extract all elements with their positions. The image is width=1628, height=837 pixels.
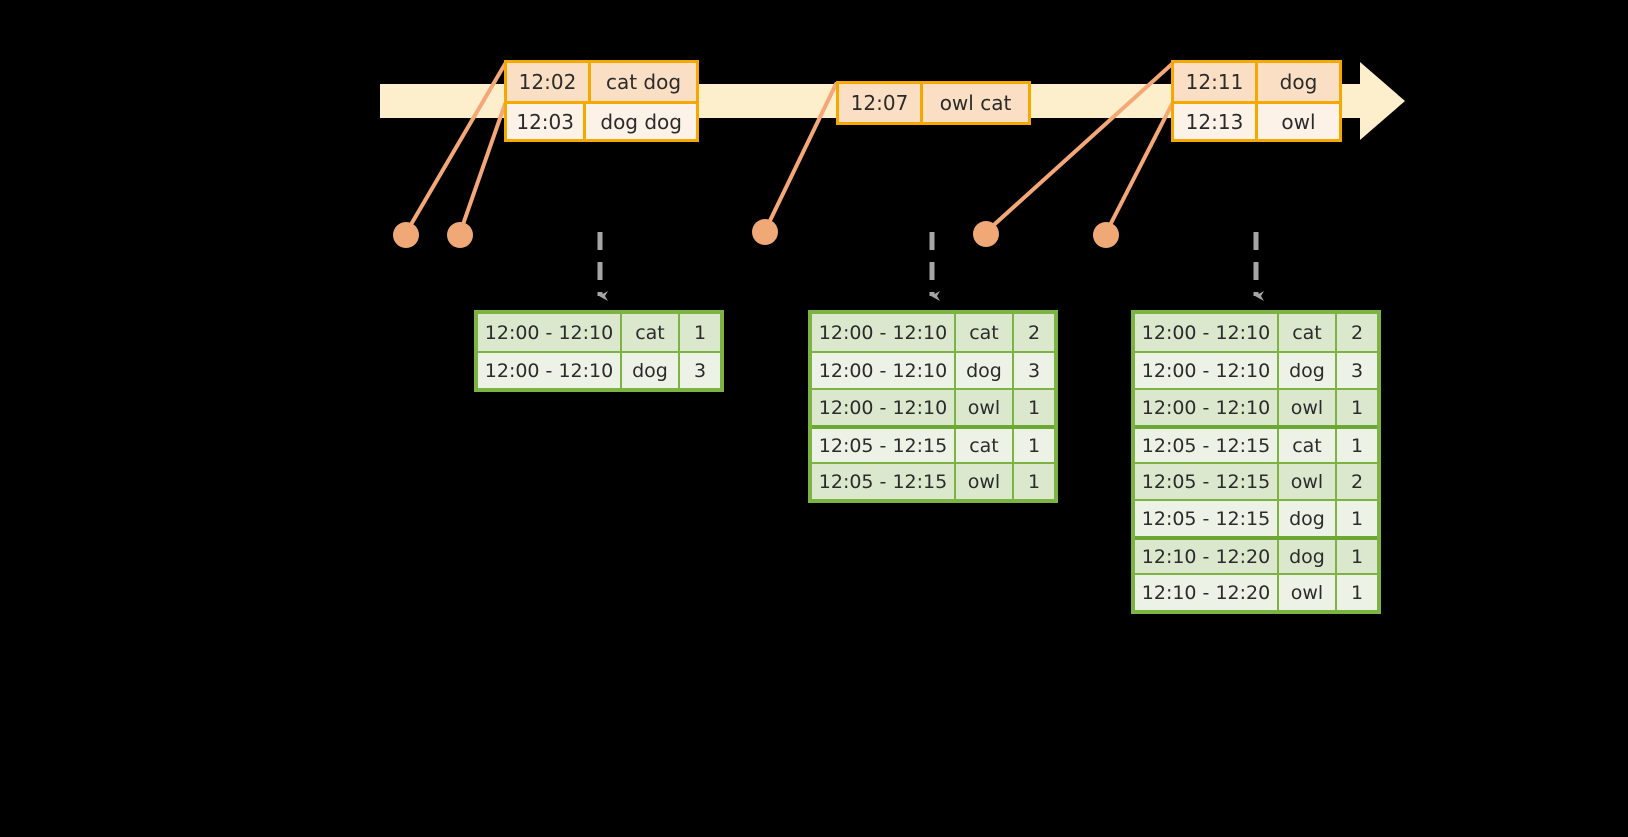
cell-window: 12:00 - 12:10 xyxy=(1135,353,1279,388)
cell-window: 12:00 - 12:10 xyxy=(812,390,956,425)
cell-window: 12:05 - 12:15 xyxy=(1135,501,1279,536)
event-row[interactable]: 12:03 dog dog xyxy=(507,101,696,139)
cell-count: 1 xyxy=(1337,575,1377,610)
cell-count: 2 xyxy=(1337,314,1377,351)
event-time: 12:11 xyxy=(1174,63,1258,101)
cell-word: dog xyxy=(1279,540,1337,573)
connector-line-2 xyxy=(458,102,507,235)
event-row[interactable]: 12:07 owl cat xyxy=(839,84,1028,122)
event-row[interactable]: 12:02 cat dog xyxy=(507,63,696,101)
cell-count: 1 xyxy=(1337,540,1377,573)
event-words: dog xyxy=(1279,70,1318,94)
event-group-1[interactable]: 12:02 cat dog 12:03 dog dog xyxy=(504,60,699,142)
event-words: owl cat xyxy=(939,91,1012,115)
cell-window: 12:05 - 12:15 xyxy=(812,429,956,462)
event-words: owl xyxy=(1281,109,1316,134)
cell-word: owl xyxy=(1279,575,1337,610)
event-group-2[interactable]: 12:07 owl cat xyxy=(836,81,1031,125)
event-time: 12:13 xyxy=(1174,104,1258,139)
cell-word: dog xyxy=(1279,353,1337,388)
connector-line-5 xyxy=(1104,102,1174,235)
cell-window: 12:05 - 12:15 xyxy=(1135,464,1279,499)
cell-word: owl xyxy=(956,390,1014,425)
cell-window: 12:00 - 12:10 xyxy=(1135,314,1279,351)
cell-word: owl xyxy=(1279,464,1337,499)
cell-word: cat xyxy=(622,314,680,351)
connector-line-1 xyxy=(404,62,507,235)
cell-window: 12:10 - 12:20 xyxy=(1135,540,1279,573)
cell-window: 12:00 - 12:10 xyxy=(478,353,622,388)
event-words: cat dog xyxy=(605,70,682,94)
cell-count: 1 xyxy=(1014,429,1054,462)
cell-count: 1 xyxy=(680,314,720,351)
event-group-3[interactable]: 12:11 dog 12:13 owl xyxy=(1171,60,1342,142)
cell-word: cat xyxy=(1279,429,1337,462)
marker-dot-5 xyxy=(1093,222,1119,248)
cell-word: cat xyxy=(1279,314,1337,351)
cell-window: 12:05 - 12:15 xyxy=(812,464,956,499)
marker-dot-3 xyxy=(752,219,778,245)
cell-word: owl xyxy=(1279,390,1337,425)
cell-word: cat xyxy=(956,314,1014,351)
cell-count: 1 xyxy=(1014,390,1054,425)
event-row[interactable]: 12:11 dog xyxy=(1174,63,1339,101)
cell-word: dog xyxy=(1279,501,1337,536)
cell-count: 2 xyxy=(1337,464,1377,499)
cell-word: owl xyxy=(956,464,1014,499)
cell-window: 12:05 - 12:15 xyxy=(1135,429,1279,462)
cell-count: 3 xyxy=(680,353,720,388)
cell-count: 3 xyxy=(1014,353,1054,388)
cell-word: cat xyxy=(956,429,1014,462)
cell-window: 12:00 - 12:10 xyxy=(478,314,622,351)
cell-count: 3 xyxy=(1337,353,1377,388)
cell-window: 12:00 - 12:10 xyxy=(812,353,956,388)
cell-window: 12:00 - 12:10 xyxy=(812,314,956,351)
event-time: 12:03 xyxy=(507,104,587,139)
cell-window: 12:00 - 12:10 xyxy=(1135,390,1279,425)
cell-count: 1 xyxy=(1337,390,1377,425)
marker-dots xyxy=(393,219,1119,248)
event-time: 12:07 xyxy=(839,84,923,122)
cell-count: 1 xyxy=(1014,464,1054,499)
cell-count: 1 xyxy=(1337,501,1377,536)
marker-dot-4 xyxy=(973,221,999,247)
cell-count: 2 xyxy=(1014,314,1054,351)
marker-dot-1 xyxy=(393,222,419,248)
connector-line-3 xyxy=(763,82,838,233)
cell-count: 1 xyxy=(1337,429,1377,462)
event-row[interactable]: 12:13 owl xyxy=(1174,101,1339,139)
cell-window: 12:10 - 12:20 xyxy=(1135,575,1279,610)
cell-word: dog xyxy=(956,353,1014,388)
event-words: dog dog xyxy=(600,109,682,134)
dashed-arrows xyxy=(597,232,1264,301)
cell-word: dog xyxy=(622,353,680,388)
marker-dot-2 xyxy=(447,222,473,248)
event-time: 12:02 xyxy=(507,63,591,101)
